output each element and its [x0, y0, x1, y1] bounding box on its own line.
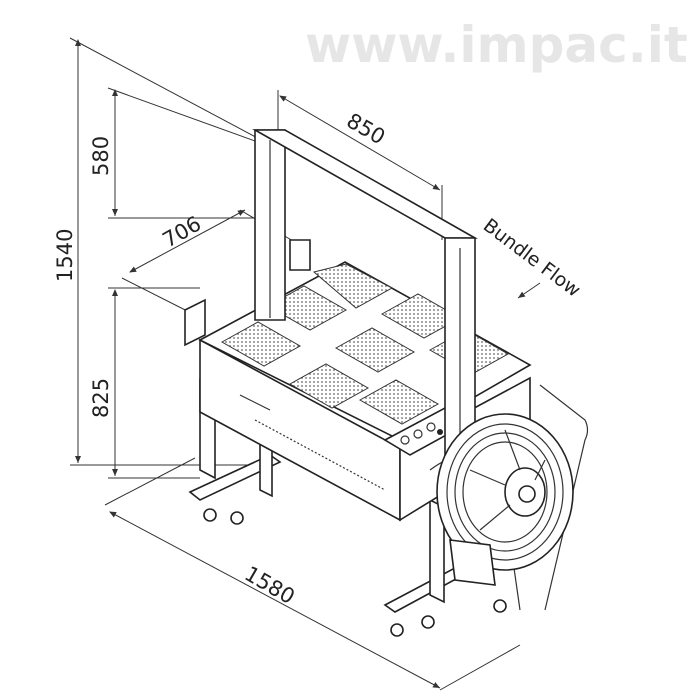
- dimension-label: 850: [343, 109, 390, 150]
- dimension-label: 825: [89, 378, 113, 418]
- dimension-table-height: 825: [89, 287, 200, 479]
- machine: [184, 129, 589, 637]
- flow-arrow-icon: [517, 282, 541, 299]
- conveyor-belts: [220, 263, 510, 425]
- dimension-arch-height: 580: [89, 87, 281, 219]
- watermark: www.impac.it: [305, 16, 688, 74]
- dimension-label: 1540: [53, 229, 77, 282]
- side-panel: [184, 298, 206, 347]
- bundle-flow-indicator: Bundle Flow: [479, 214, 585, 301]
- strap-reel: [429, 384, 589, 611]
- dimension-label: 580: [89, 136, 113, 176]
- dimension-label: 1580: [241, 562, 299, 610]
- arch-frame: [251, 129, 479, 471]
- dimension-total-height: 1540: [53, 37, 281, 466]
